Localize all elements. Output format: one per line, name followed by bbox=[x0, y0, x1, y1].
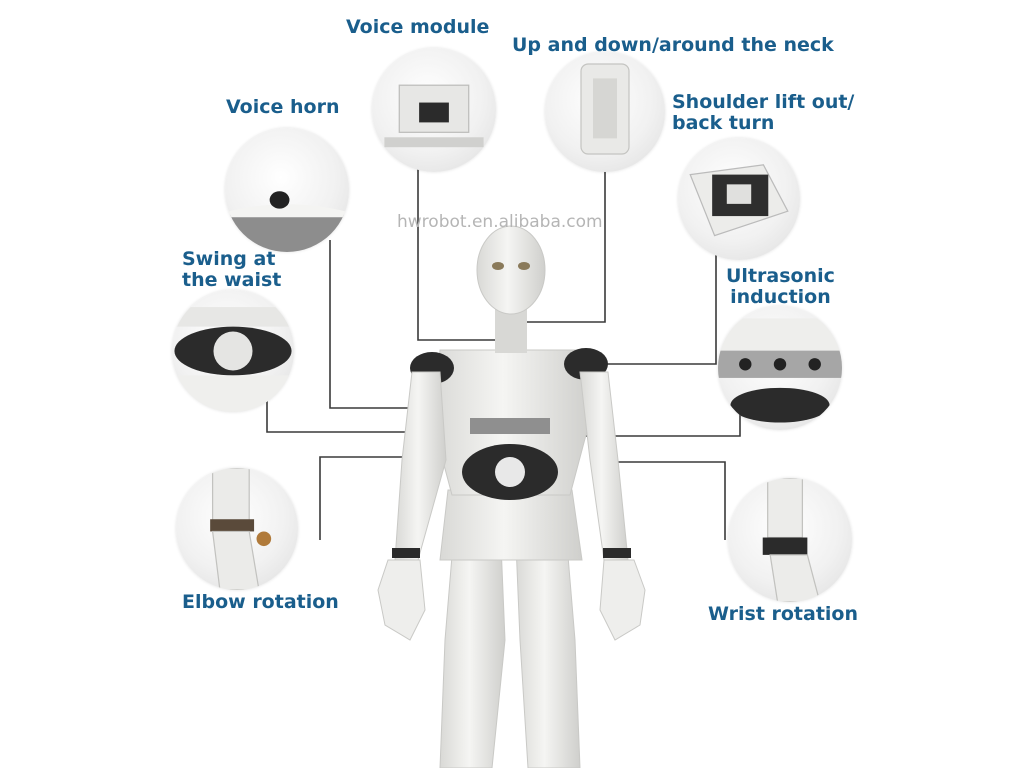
ultrasonic-photo bbox=[718, 306, 842, 430]
callout-voice-horn: Voice horn bbox=[226, 96, 340, 118]
robot-left-arm bbox=[394, 371, 447, 561]
robot-right-hand bbox=[599, 559, 646, 641]
robot-chest-band bbox=[470, 418, 550, 434]
robot-left-wrist-band bbox=[392, 548, 420, 558]
connector-neck bbox=[520, 170, 606, 323]
watermark-text: hwrobot.en.alibaba.com bbox=[397, 212, 603, 232]
elbow-photo bbox=[176, 468, 298, 590]
robot-right-arm bbox=[579, 371, 629, 561]
robot-left-eye bbox=[492, 262, 504, 270]
connector-shoulder bbox=[590, 240, 717, 365]
callout-shoulder: Shoulder lift out/ back turn bbox=[672, 91, 855, 134]
waist-photo bbox=[172, 290, 294, 412]
wrist-photo bbox=[728, 478, 852, 602]
robot-right-wrist-band bbox=[603, 548, 631, 558]
robot-left-hand bbox=[377, 559, 426, 641]
robot-right-eye bbox=[518, 262, 530, 270]
callout-voice-module: Voice module bbox=[346, 16, 490, 38]
callout-wrist: Wrist rotation bbox=[708, 603, 859, 625]
neck-photo bbox=[545, 52, 665, 172]
callout-ultrasonic: Ultrasonic induction bbox=[726, 265, 835, 308]
robot-waist-speaker bbox=[495, 457, 525, 487]
voice-module-photo bbox=[372, 48, 496, 172]
robot-hips bbox=[439, 489, 583, 561]
voice-horn-photo bbox=[225, 128, 349, 252]
callout-elbow: Elbow rotation bbox=[182, 591, 339, 613]
connector-voice-module bbox=[417, 148, 500, 341]
connector-wrist bbox=[600, 461, 726, 540]
callout-neck: Up and down/around the neck bbox=[512, 34, 834, 56]
callout-waist: Swing at the waist bbox=[182, 248, 282, 291]
connector-elbow bbox=[319, 456, 420, 540]
shoulder-photo bbox=[678, 138, 800, 260]
robot-head bbox=[476, 225, 546, 315]
